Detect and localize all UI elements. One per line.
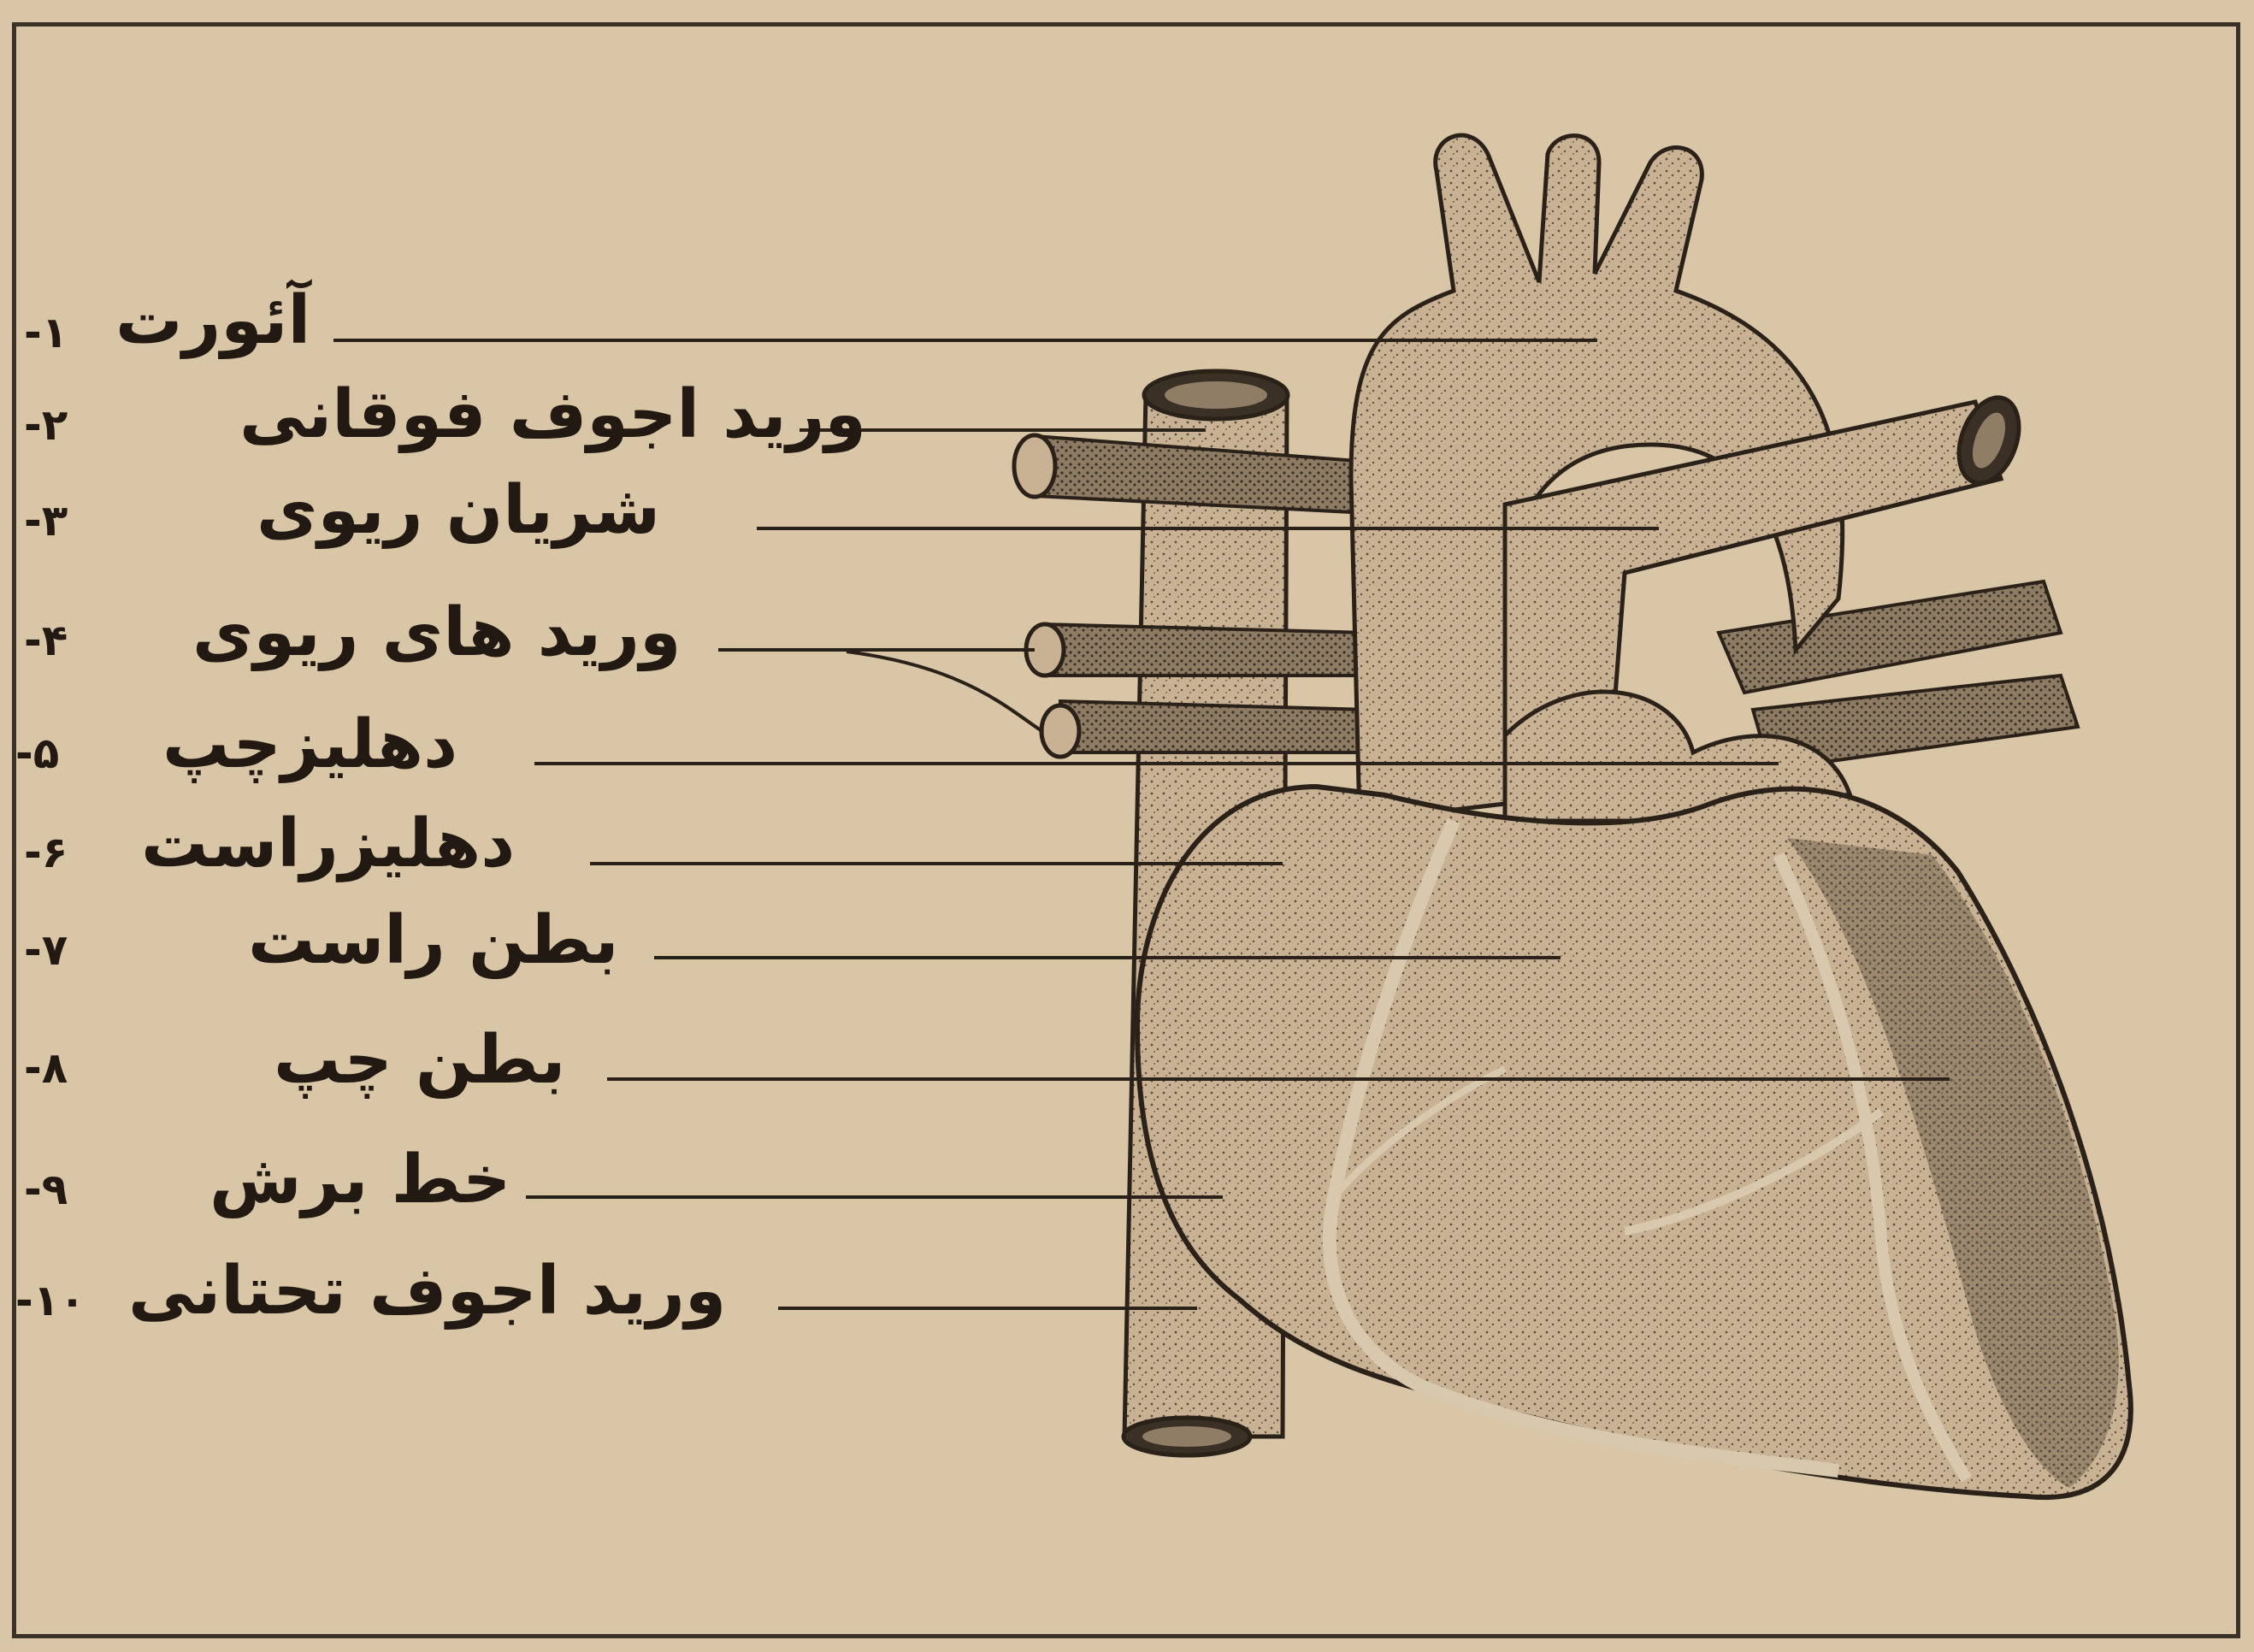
- label-3-number: ۳-: [24, 496, 68, 546]
- heart-ventricles: [1137, 787, 2131, 1497]
- label-4-number: ۴-: [24, 616, 68, 665]
- label-9-name: خط برش: [209, 1142, 510, 1218]
- label-3-name: شریان ریوی: [257, 472, 660, 549]
- label-2-name: ورید اجوف فوقانی: [239, 376, 866, 453]
- label-8-name: بطن چپ: [274, 1022, 565, 1099]
- label-4-name: ورید های ریوی: [192, 594, 681, 671]
- label-5-number: ۵-: [15, 729, 59, 778]
- label-1-name: آئورت: [115, 282, 310, 359]
- label-10-number: ۱۰-: [15, 1276, 86, 1325]
- leader-line-4b: [847, 652, 1043, 732]
- label-6-number: ۶-: [24, 828, 68, 877]
- label-6-name: دهلیزراست: [141, 805, 515, 882]
- label-9-number: ۹-: [24, 1165, 68, 1214]
- label-7-number: ۷-: [24, 925, 68, 975]
- label-1-number: ۱-: [24, 308, 68, 357]
- label-8-number: ۸-: [24, 1043, 68, 1093]
- label-5-name: دهلیزچپ: [162, 706, 457, 783]
- label-7-name: بطن راست: [248, 902, 619, 979]
- label-10-name: ورید اجوف تحتانی: [128, 1253, 726, 1330]
- label-2-number: ۲-: [24, 400, 68, 450]
